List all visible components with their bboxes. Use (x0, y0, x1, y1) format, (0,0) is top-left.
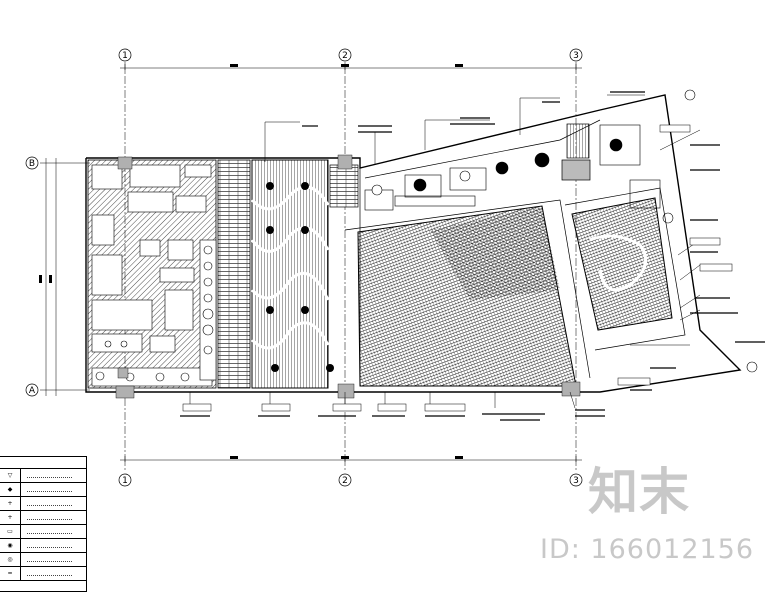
grid-bubble-b: B (25, 156, 39, 170)
grid-bubble-1-top: 1 (118, 48, 132, 62)
private-room-ceiling (571, 197, 673, 331)
downlight-icon: ▽ (0, 469, 21, 482)
legend-row: ▭ (0, 525, 86, 539)
structural-columns (115, 154, 581, 399)
dimension-lines (45, 64, 582, 464)
interior-walls (344, 119, 686, 386)
svg-text:2: 2 (342, 476, 348, 486)
equipment-strip (199, 239, 217, 381)
grid-bubble-3-top: 3 (569, 48, 583, 62)
legend-header (0, 457, 86, 469)
feature-ceiling-block (250, 159, 334, 389)
legend-row: + (0, 511, 86, 525)
legend-row: + (0, 497, 86, 511)
symbol-legend: ▽ ◆ + + ▭ ◉ ◎ ━ (0, 456, 87, 592)
legend-row: ▽ (0, 469, 86, 483)
grid-bubble-lower-right (746, 361, 758, 373)
grid-bubble-1-bottom: 1 (118, 473, 132, 487)
svg-text:1: 1 (122, 51, 128, 61)
main-hall-ceiling (357, 205, 577, 387)
legend-row: ━ (0, 567, 86, 581)
grid-bubble-2-top: 2 (338, 48, 352, 62)
kitchen-area (87, 159, 217, 389)
svg-text:B: B (29, 159, 35, 169)
lounge-furniture (364, 124, 674, 224)
legend-row: ◎ (0, 553, 86, 567)
svg-text:3: 3 (573, 476, 579, 486)
svg-text:3: 3 (573, 51, 579, 61)
grid-bubble-3-bottom: 3 (569, 473, 583, 487)
svg-text:1: 1 (122, 476, 128, 486)
wood-deck-strip (217, 159, 251, 389)
small-cross-icon: + (0, 511, 21, 524)
stair-grating (329, 164, 359, 208)
annotation-notes (180, 91, 765, 421)
cross-lamp-icon: + (0, 497, 21, 510)
grid-bubble-a: A (25, 383, 39, 397)
legend-row: ◆ (0, 483, 86, 497)
vent-icon: ▭ (0, 525, 21, 538)
spotlight-icon: ◆ (0, 483, 21, 496)
callout-tags (182, 124, 733, 412)
watermark-id: ID: 166012156 (540, 534, 755, 565)
strip-light-icon: ━ (0, 567, 21, 580)
pendant-lamp-icon: ◉ (0, 539, 21, 552)
grid-bubble-upper-right (684, 89, 696, 101)
grid-bubble-2-bottom: 2 (338, 473, 352, 487)
ceiling-lamp-icon: ◎ (0, 553, 21, 566)
svg-text:2: 2 (342, 51, 348, 61)
legend-row: ◉ (0, 539, 86, 553)
svg-text:A: A (29, 386, 36, 396)
watermark-logo: 知末 (588, 463, 690, 521)
dimension-ticks (39, 64, 463, 459)
